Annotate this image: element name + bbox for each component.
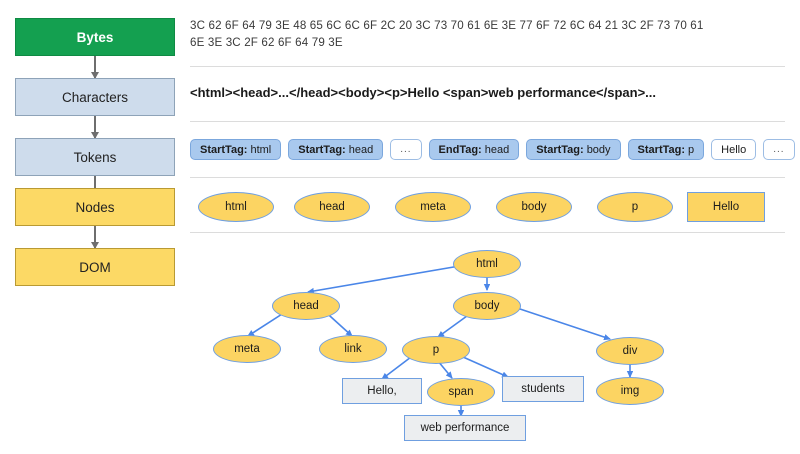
token-value: html <box>250 143 272 156</box>
token-pill: ... <box>763 139 795 160</box>
token-pill: StartTag:html <box>190 139 282 160</box>
tree-node-label: head <box>293 300 319 312</box>
token-kind: StartTag: <box>536 143 584 156</box>
token-kind: StartTag: <box>298 143 346 156</box>
divider-characters-tokens <box>190 121 785 122</box>
pipeline-step-label: Bytes <box>76 29 114 45</box>
divider-bytes-characters <box>190 66 785 67</box>
pipeline-arrow-4 <box>91 226 98 249</box>
tree-node-label: web performance <box>420 422 510 434</box>
tree-node-label: p <box>432 344 440 356</box>
tree-node-label: span <box>448 386 474 398</box>
pipeline-step-label: Characters <box>61 89 129 105</box>
bytes-hex-text: 3C 62 6F 64 79 3E 48 65 6C 6C 6F 2C 20 3… <box>190 17 790 51</box>
token-kind: StartTag: <box>637 143 686 156</box>
node-shape-p: p <box>597 192 673 222</box>
token-value: ... <box>400 144 412 155</box>
tree-text-node-students: students <box>502 376 584 402</box>
tree-node-span: span <box>427 378 495 406</box>
pipeline-arrow-1 <box>91 56 98 79</box>
tree-node-img: img <box>596 377 664 405</box>
pipeline-step-label: Tokens <box>73 149 117 165</box>
pipeline-step-bytes: Bytes <box>15 18 175 56</box>
pipeline-step-nodes: Nodes <box>15 188 175 226</box>
tree-node-body: body <box>453 292 521 320</box>
tree-node-label: div <box>622 345 638 357</box>
bytes-hex-line-1: 3C 62 6F 64 79 3E 48 65 6C 6C 6F 2C 20 3… <box>190 19 704 32</box>
node-shape-head: head <box>294 192 370 222</box>
tree-node-label: body <box>474 300 500 312</box>
token-value: head <box>484 143 510 156</box>
characters-markup-text: <html><head>...</head><body><p>Hello <sp… <box>190 85 657 100</box>
dom-tree: html head body meta link p div span img … <box>190 236 790 452</box>
tree-node-p: p <box>402 336 470 364</box>
token-pill: StartTag:body <box>526 139 621 160</box>
token-pill: EndTag:head <box>428 139 520 160</box>
token-kind: StartTag: <box>200 143 248 156</box>
pipeline-arrow-2 <box>91 116 98 139</box>
node-shape-html: html <box>198 192 274 222</box>
token-pill: StartTag:p <box>627 139 705 160</box>
tree-node-head: head <box>272 292 340 320</box>
node-shape-body: body <box>496 192 572 222</box>
tree-node-html: html <box>453 250 521 278</box>
node-shape-label: meta <box>420 201 446 213</box>
tree-node-label: meta <box>234 343 260 355</box>
tree-node-div: div <box>596 337 664 365</box>
bytes-hex-line-2: 6E 3E 3C 2F 62 6F 64 79 3E <box>190 36 343 49</box>
node-shape-meta: meta <box>395 192 471 222</box>
divider-nodes-dom <box>190 232 785 233</box>
token-kind: EndTag: <box>438 143 482 156</box>
tree-node-meta: meta <box>213 335 281 363</box>
token-value: p <box>688 143 695 156</box>
tree-node-link: link <box>319 335 387 363</box>
pipeline-step-label: Nodes <box>75 199 115 215</box>
node-shape-label: Hello <box>712 201 740 213</box>
node-shape-label: p <box>631 201 639 213</box>
tree-text-node-hello: Hello, <box>342 378 422 404</box>
tree-node-label: img <box>620 385 640 397</box>
nodes-row: html head meta body p Hello <box>190 190 790 226</box>
node-shape-label: head <box>319 201 345 213</box>
token-pill: StartTag:head <box>288 139 384 160</box>
pipeline-step-dom: DOM <box>15 248 175 286</box>
token-pill: Hello <box>711 139 757 160</box>
token-value: Hello <box>721 143 747 156</box>
tree-node-label: html <box>476 258 498 270</box>
tree-node-label: link <box>344 343 362 355</box>
pipeline-step-tokens: Tokens <box>15 138 175 176</box>
token-value: ... <box>773 144 785 155</box>
node-shape-hello: Hello <box>687 192 765 222</box>
tree-node-label: students <box>521 383 565 395</box>
pipeline-step-label: DOM <box>79 259 111 275</box>
tree-node-label: Hello, <box>367 385 397 397</box>
token-value: body <box>586 143 611 156</box>
node-shape-label: html <box>225 201 247 213</box>
node-shape-label: body <box>521 201 547 213</box>
pipeline-step-characters: Characters <box>15 78 175 116</box>
token-pill: ... <box>390 139 422 160</box>
divider-tokens-nodes <box>190 177 785 178</box>
token-value: head <box>348 143 374 156</box>
tree-text-node-web-performance: web performance <box>404 415 526 441</box>
